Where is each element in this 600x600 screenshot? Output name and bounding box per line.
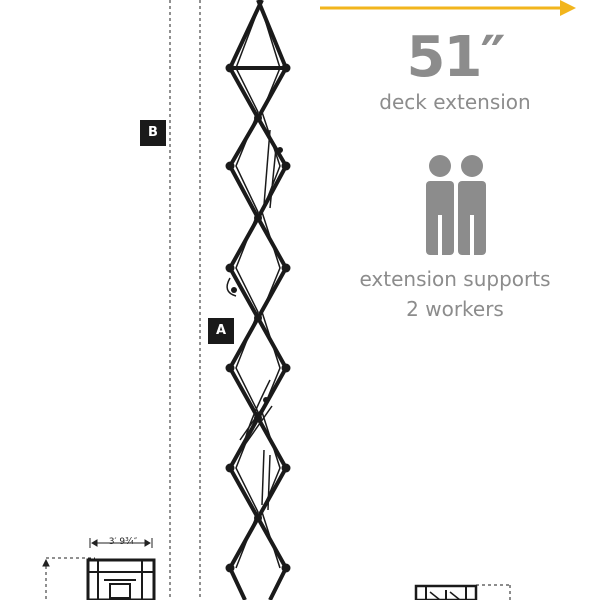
pivot-joints [225, 63, 291, 573]
dimension-arrows [42, 539, 151, 567]
two-workers-icon [426, 155, 486, 255]
workers-caption-line1: extension supports [359, 267, 551, 291]
stowed-lift-right [414, 584, 511, 600]
scissor-arms [228, 0, 288, 600]
scissor-arms-inner [226, 9, 281, 569]
width-dimension: 3′ 9¾″ [108, 537, 138, 547]
workers-caption: extension supports 2 workers [345, 264, 565, 324]
extension-arrow [320, 0, 576, 16]
deck-extension-value: 51″ [406, 25, 506, 90]
stowed-lift-left [86, 558, 156, 600]
dimension-lines [45, 0, 201, 600]
workers-caption-line2: 2 workers [406, 297, 504, 321]
deck-extension-caption: deck extension [379, 90, 531, 114]
label-a: A [208, 318, 234, 344]
label-b: B [140, 120, 166, 146]
